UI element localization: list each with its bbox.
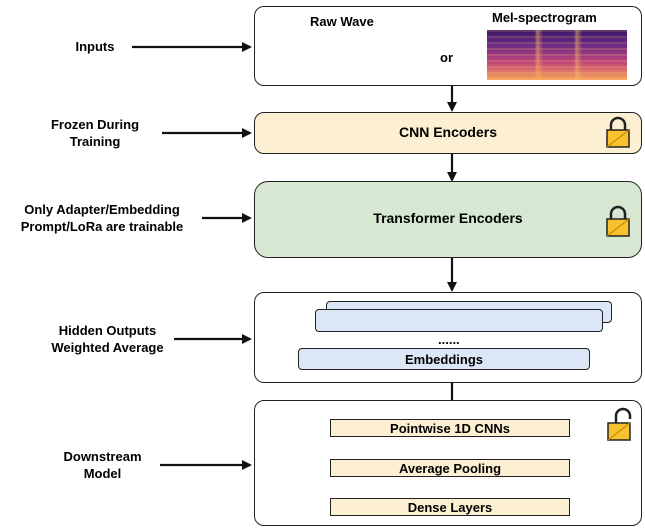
label-trainable-line1: Only Adapter/Embedding — [24, 202, 180, 217]
label-downstream-line1: Downstream — [63, 449, 142, 464]
label-frozen-line2: Training — [69, 134, 121, 149]
label-trainable: Only Adapter/Embedding Prompt/LoRa are t… — [2, 201, 202, 235]
cnn-encoders-label: CNN Encoders — [398, 124, 498, 140]
average-pooling-label: Average Pooling — [398, 460, 502, 476]
embeddings-box: Embeddings — [298, 348, 590, 370]
raw-wave-title: Raw Wave — [310, 14, 374, 29]
label-frozen: Frozen During Training — [30, 116, 160, 150]
lock-icon — [606, 205, 630, 237]
unlocked-lock-icon — [607, 407, 632, 441]
transformer-encoders-label: Transformer Encoders — [373, 210, 523, 226]
label-inputs: Inputs — [75, 39, 115, 54]
label-hidden-line1: Hidden Outputs — [58, 323, 157, 338]
label-frozen-line1: Frozen During — [50, 117, 140, 132]
average-pooling-box: Average Pooling — [330, 459, 570, 477]
embeddings-label: Embeddings — [404, 351, 483, 367]
pointwise-cnn-box: Pointwise 1D CNNs — [330, 419, 570, 437]
ellipsis-text: ...... — [438, 332, 460, 347]
dense-layers-label: Dense Layers — [407, 499, 493, 515]
label-downstream-line2: Model — [83, 466, 122, 481]
embedding-layer-middle — [315, 309, 603, 332]
mel-spectrogram-image — [487, 30, 627, 80]
dense-layers-box: Dense Layers — [330, 498, 570, 516]
or-text: or — [440, 50, 453, 65]
transformer-encoders-box: Transformer Encoders — [254, 181, 642, 258]
label-hidden-line2: Weighted Average — [51, 340, 164, 355]
label-hidden: Hidden Outputs Weighted Average — [40, 322, 175, 356]
cnn-encoders-box: CNN Encoders — [254, 112, 642, 154]
label-downstream: Downstream Model — [50, 448, 155, 482]
label-trainable-line2: Prompt/LoRa are trainable — [20, 219, 184, 234]
lock-icon — [606, 116, 630, 148]
pointwise-cnn-label: Pointwise 1D CNNs — [390, 420, 510, 436]
mel-spectrogram-title: Mel-spectrogram — [492, 10, 597, 25]
